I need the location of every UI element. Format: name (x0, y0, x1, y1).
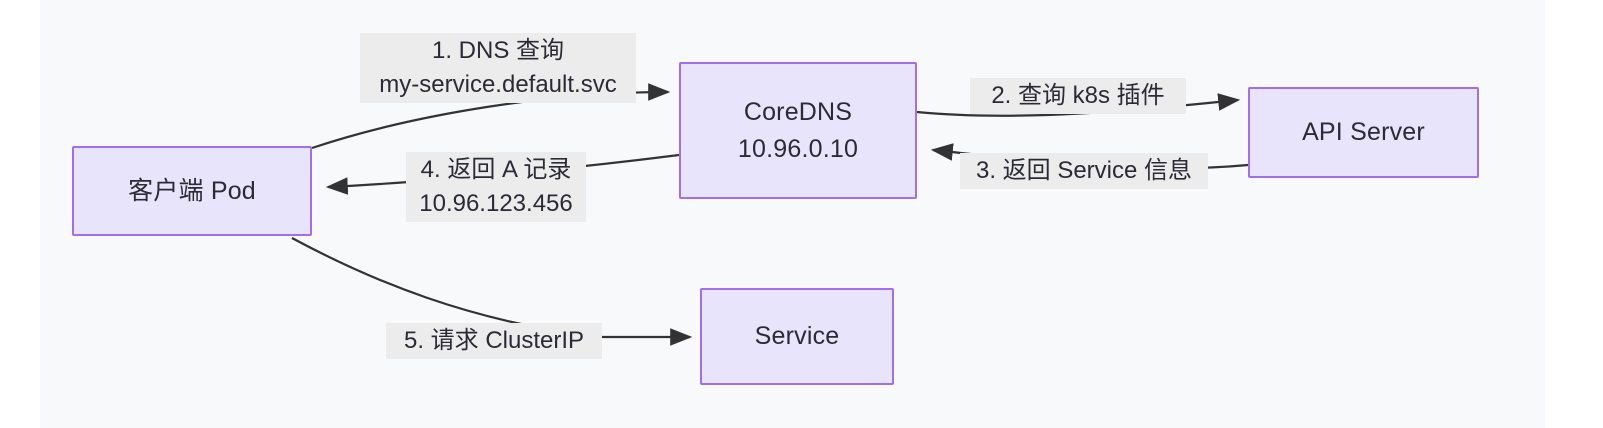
node-coredns-line-1: CoreDNS (743, 98, 853, 127)
edge-label-return-a-record-line-2: 10.96.123.456 (419, 190, 573, 218)
edge-label-dns-query: 1. DNS 查询 my-service.default.svc (360, 33, 636, 104)
node-client-pod[interactable]: 客户端 Pod (72, 146, 312, 236)
edge-label-return-service-info: 3. 返回 Service 信息 (960, 153, 1208, 190)
node-service[interactable]: Service (700, 288, 894, 385)
node-coredns-line-2: 10.96.0.10 (737, 134, 859, 163)
edge-label-query-k8s-plugin-line-1: 2. 查询 k8s 插件 (991, 82, 1165, 109)
edge-label-return-a-record-line-1: 4. 返回 A 记录 (420, 156, 572, 183)
edge-label-return-a-record: 4. 返回 A 记录 10.96.123.456 (406, 152, 586, 223)
node-api-server[interactable]: API Server (1248, 87, 1479, 178)
node-service-line-1: Service (754, 322, 840, 351)
edge-label-request-clusterip: 5. 请求 ClusterIP (386, 323, 602, 360)
node-client-pod-line-1: 客户端 Pod (128, 176, 256, 205)
edge-label-dns-query-line-2: my-service.default.svc (379, 71, 617, 99)
edge-label-return-service-info-line-1: 3. 返回 Service 信息 (975, 157, 1193, 184)
edge-label-request-clusterip-line-1: 5. 请求 ClusterIP (403, 327, 585, 354)
node-coredns[interactable]: CoreDNS 10.96.0.10 (679, 62, 917, 199)
edge-label-dns-query-line-1: 1. DNS 查询 (431, 37, 565, 64)
edge-label-query-k8s-plugin: 2. 查询 k8s 插件 (970, 78, 1186, 115)
node-api-server-line-1: API Server (1302, 118, 1425, 147)
